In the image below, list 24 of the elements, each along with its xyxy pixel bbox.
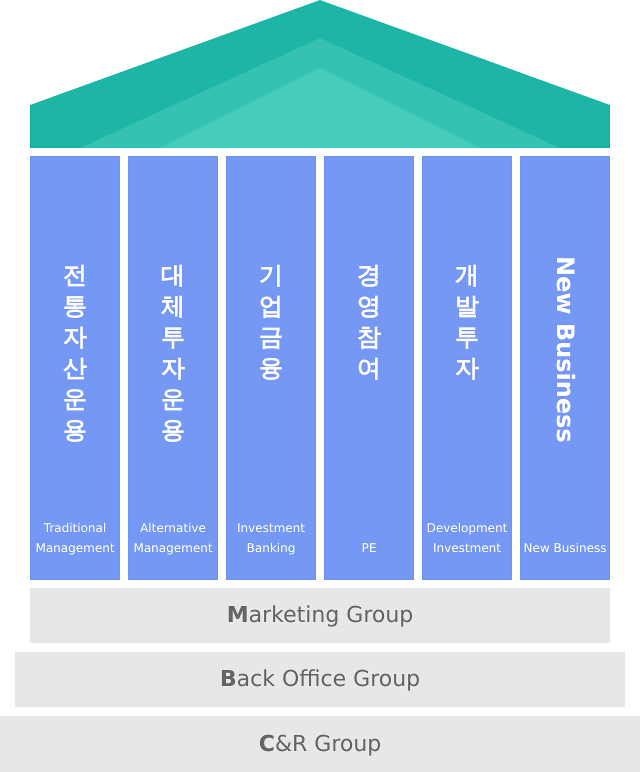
group-label: C&R Group [258,732,382,756]
pillar [324,156,414,580]
pillar [226,156,316,580]
pillar-subtitle: Traditional Management [34,520,116,557]
group-label: Back Office Group [220,667,420,692]
pillar-subtitle: New Business [522,540,608,557]
group-band [0,716,640,772]
group-band [30,588,610,643]
pillar [30,156,120,580]
pillar-subtitle: Alternative Management [132,520,214,557]
pillar-title: 대체투자운용 [160,260,186,446]
pillar-title: 경영참여 [356,260,382,384]
pillar-subtitle: Development Investment [426,520,508,557]
group-band [15,652,625,707]
pillar-title: New Business [550,256,580,443]
pillar-title: 기업금융 [258,260,284,384]
group-label: Marketing Group [226,603,414,628]
pillar [520,156,610,580]
pillar-title: 개발투자 [454,260,480,384]
pillar-title: 전통자산운용 [62,260,88,446]
pillar-subtitle: Investment Banking [236,520,306,557]
pillar [128,156,218,580]
pillar [422,156,512,580]
pillar-subtitle: PE [360,540,378,557]
